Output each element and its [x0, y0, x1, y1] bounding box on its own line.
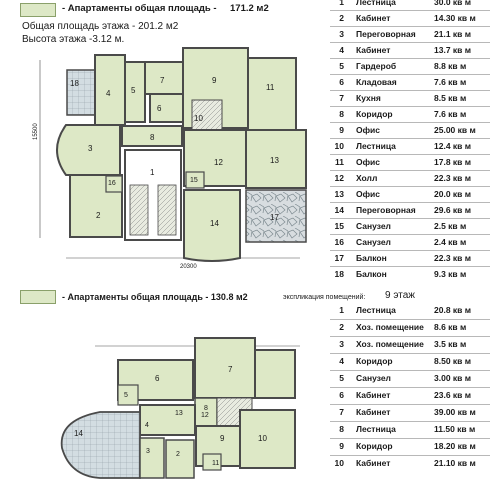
floor-label: 9 этаж	[385, 290, 415, 301]
legend-swatch-top	[20, 3, 56, 17]
room-10-b	[239, 409, 296, 469]
floor-height: Высота этажа -3.12 м.	[22, 34, 125, 45]
room-label-b-2: 2	[176, 451, 180, 458]
room-10-stair	[191, 99, 223, 133]
room-2	[69, 174, 123, 238]
room-label-b-3: 3	[146, 448, 150, 455]
room-label-b-12: 12	[201, 412, 209, 419]
room-14-balcony-b	[60, 411, 141, 479]
room-label-b-8: 8	[204, 405, 208, 412]
bottom-plan	[60, 337, 300, 479]
room-label-b-14: 14	[74, 429, 83, 438]
room-18-balcony	[66, 69, 96, 116]
room-label-5: 5	[131, 86, 136, 95]
room-label-15: 15	[190, 177, 198, 184]
dimension-vertical: 15500	[33, 123, 39, 140]
room-label-10: 10	[194, 114, 203, 123]
legend-area-top: 171.2 м2	[230, 3, 269, 14]
room-3-b	[139, 437, 165, 479]
room-label-7: 7	[160, 76, 165, 85]
dimension-horizontal: 20300	[180, 264, 197, 270]
room-8	[121, 125, 183, 147]
room-label-13: 13	[270, 156, 279, 165]
room-11-b	[202, 453, 222, 471]
room-label-b-10: 10	[258, 434, 267, 443]
room-2-b	[165, 439, 195, 479]
room-6	[149, 93, 184, 123]
room-label-1: 1	[150, 168, 155, 177]
room-7-b	[194, 337, 256, 399]
room-label-14: 14	[210, 219, 219, 228]
room-label-b-13: 13	[175, 410, 183, 417]
room-label-9: 9	[212, 76, 217, 85]
room-label-16: 16	[108, 180, 116, 187]
room-label-3: 3	[88, 144, 93, 153]
room-label-17: 17	[270, 213, 279, 222]
stair-flight-1	[129, 184, 149, 236]
room-right-b	[254, 349, 296, 399]
room-label-b-11: 11	[212, 460, 220, 467]
room-11	[247, 57, 297, 131]
room-4-b	[139, 404, 196, 436]
room-label-b-7: 7	[228, 365, 233, 374]
top-plan	[39, 47, 307, 262]
room-label-b-9: 9	[220, 434, 225, 443]
explication-title-bottom: экспликация помещений:	[283, 294, 366, 301]
stair-flight-2	[157, 184, 177, 236]
room-label-18: 18	[70, 79, 79, 88]
floor-area: Общая площадь этажа - 201.2 м2	[22, 21, 179, 32]
room-label-b-5: 5	[124, 392, 128, 399]
room-label-12: 12	[214, 158, 223, 167]
room-label-2: 2	[96, 211, 101, 220]
room-15	[185, 171, 205, 189]
room-16	[105, 175, 123, 193]
room-14	[183, 189, 241, 262]
room-label-8: 8	[150, 133, 155, 142]
legend-swatch-bottom	[20, 290, 56, 304]
legend-label-bottom: - Апартаменты общая площадь - 130.8 м2	[62, 292, 248, 302]
room-label-11: 11	[266, 83, 275, 92]
legend-label-top: - Апартаменты общая площадь -	[62, 3, 217, 14]
room-label-b-4: 4	[145, 422, 149, 429]
room-label-6: 6	[157, 104, 162, 113]
room-label-b-6: 6	[155, 374, 160, 383]
room-5-b	[117, 384, 139, 406]
room-label-4: 4	[106, 89, 111, 98]
room-17-balcony	[245, 189, 307, 243]
room-13	[245, 129, 307, 189]
room-7	[144, 61, 184, 95]
